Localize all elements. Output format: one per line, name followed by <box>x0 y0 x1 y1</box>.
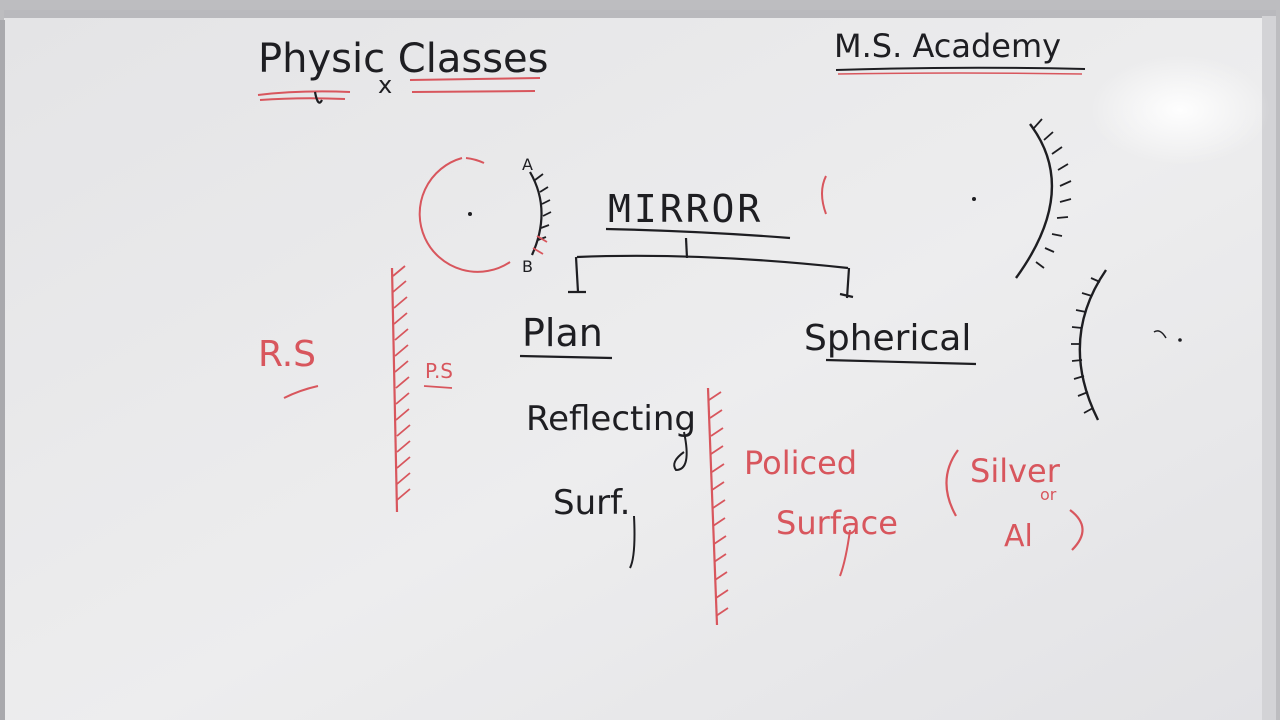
point-a-label: A <box>522 155 533 174</box>
convex-focus-dot <box>1178 338 1182 342</box>
sphere-circle <box>418 157 511 273</box>
title-right-underline-red <box>837 72 1083 75</box>
branch-plan: Plan <box>522 311 603 355</box>
plane-mirror-line <box>390 267 399 513</box>
material-or: or <box>1040 485 1057 504</box>
polished-mirror-line <box>706 387 719 626</box>
tree-right-leg <box>839 267 854 299</box>
paren-open <box>945 449 959 517</box>
concave-arc-ab <box>529 171 543 256</box>
plane-mirror-hatching <box>392 265 411 501</box>
paren-close <box>1069 509 1084 551</box>
tree-stem <box>684 237 689 259</box>
title-right: M.S. Academy <box>834 27 1061 65</box>
tree-crossbar <box>576 254 849 270</box>
reflecting-line1: Reflecting <box>526 399 696 439</box>
focus-dot <box>972 197 976 201</box>
title-left-mark: x <box>378 71 392 99</box>
rs-label: R.S <box>258 334 316 375</box>
title-left: Physic Classes <box>258 36 549 82</box>
large-concave-mirror <box>1015 123 1054 279</box>
title-left-underline-red <box>257 90 351 101</box>
surface-f-tail <box>839 529 851 577</box>
board-surface <box>4 16 1274 720</box>
board-left-edge <box>0 20 5 720</box>
surf-f-tail <box>629 515 636 569</box>
faint-mark <box>1153 330 1167 339</box>
arc-hatching <box>534 173 552 241</box>
plan-underline <box>519 354 613 360</box>
title-right-underline-red <box>409 77 541 93</box>
sphere-circle-top <box>465 157 485 164</box>
rs-underline <box>283 385 319 399</box>
ps-underline <box>423 385 453 389</box>
circle-centre-dot <box>468 212 472 216</box>
convex-mirror <box>1078 269 1107 421</box>
material-line1: Silver <box>970 452 1061 490</box>
concave-red-arc <box>821 175 827 215</box>
spherical-underline <box>825 358 977 366</box>
branch-spherical: Spherical <box>804 318 971 359</box>
board-right-frame <box>1262 16 1276 720</box>
arc-hatching-red <box>532 235 548 255</box>
large-mirror-hatching <box>1033 118 1072 269</box>
reflecting-line2: Surf. <box>553 483 630 523</box>
point-b-label: B <box>522 257 533 276</box>
tree-left-leg <box>568 256 586 294</box>
convex-mirror-hatching <box>1071 277 1101 414</box>
ps-label: P.S <box>425 359 453 383</box>
polished-line2: Surface <box>776 504 898 542</box>
material-line2: Al <box>1004 519 1033 554</box>
polished-mirror-hatching <box>708 391 729 617</box>
polished-line1: Policed <box>744 444 857 482</box>
mirror-heading: MIRROR <box>608 187 763 231</box>
title-y-tail <box>313 91 323 104</box>
title-right-underline <box>835 66 1086 71</box>
light-glare <box>1090 55 1270 165</box>
mirror-underline <box>605 227 791 240</box>
board-top-frame <box>4 10 1276 18</box>
reflecting-g-tail <box>673 431 688 472</box>
